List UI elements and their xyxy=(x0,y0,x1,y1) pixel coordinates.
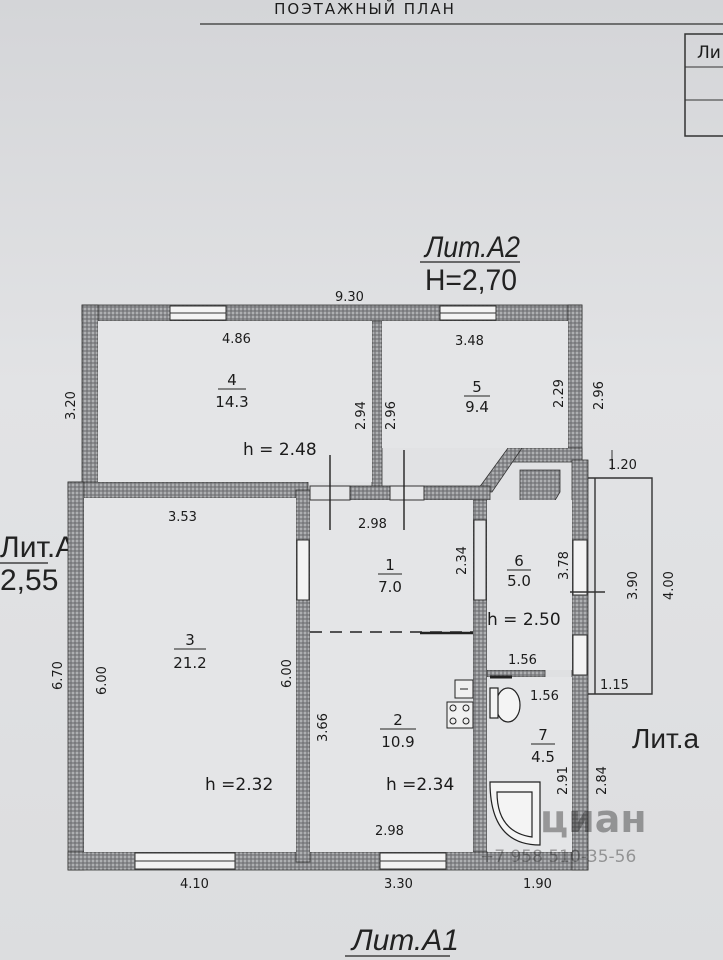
walls xyxy=(67,304,589,871)
room-3-number: 3 xyxy=(185,631,195,649)
height-label-room-2: h =2.34 xyxy=(386,775,454,795)
dim-2-96-b: 2.96 xyxy=(592,381,607,410)
dim-2-98-b: 2.98 xyxy=(375,824,404,839)
dim-1-90: 1.90 xyxy=(523,877,552,892)
dim-2-94: 2.94 xyxy=(354,401,369,430)
dim-3-30: 3.30 xyxy=(384,877,413,892)
dim-1-56-a: 1.56 xyxy=(508,653,537,668)
dim-3-20: 3.20 xyxy=(64,391,79,420)
room-5-number: 5 xyxy=(472,378,482,396)
room-6-number: 6 xyxy=(514,552,524,570)
room-7-number: 7 xyxy=(538,726,548,744)
watermark-brand: циан xyxy=(540,797,647,841)
toilet-icon xyxy=(489,687,521,723)
dim-2-29: 2.29 xyxy=(552,379,567,408)
room-floors xyxy=(84,321,572,852)
lit-a2-label: Лит.А2 xyxy=(423,231,520,264)
veranda xyxy=(570,477,653,695)
lit-a2-height: H=2,70 xyxy=(425,264,517,297)
bathtub-icon xyxy=(489,781,541,846)
lit-a-left-height: 2,55 xyxy=(0,564,58,597)
stamp-box: Ли xyxy=(684,33,723,137)
room-3-area: 21.2 xyxy=(173,654,206,672)
lit-a-left-label: Лит.А xyxy=(0,531,75,564)
windows xyxy=(134,305,588,870)
dim-3-78: 3.78 xyxy=(557,551,572,580)
dim-2-91: 2.91 xyxy=(556,766,571,795)
stove-icon xyxy=(446,701,474,729)
dim-1-20: 1.20 xyxy=(608,458,637,473)
room-1-number: 1 xyxy=(385,556,395,574)
dim-1-56-b: 1.56 xyxy=(530,689,559,704)
plan-title: ПОЭТАЖНЫЙ ПЛАН xyxy=(274,0,456,18)
dim-3-53: 3.53 xyxy=(168,510,197,525)
dim-3-48: 3.48 xyxy=(455,334,484,349)
dim-2-98-a: 2.98 xyxy=(358,517,387,532)
dim-9-30: 9.30 xyxy=(335,290,364,305)
dim-2-34: 2.34 xyxy=(455,546,470,575)
room-6-area: 5.0 xyxy=(507,572,531,590)
sink-icon xyxy=(454,679,474,699)
section-markers xyxy=(310,450,512,679)
stamp-text: Ли xyxy=(697,43,721,63)
dim-4-86: 4.86 xyxy=(222,332,251,347)
dim-6-70: 6.70 xyxy=(51,661,66,690)
dim-2-84: 2.84 xyxy=(595,766,610,795)
dim-4-00: 4.00 xyxy=(662,571,677,600)
room-1-area: 7.0 xyxy=(378,578,402,596)
watermark-phone: +7 958 510-35-56 xyxy=(480,847,636,867)
dim-3-66: 3.66 xyxy=(316,713,331,742)
height-label-a2: h = 2.48 xyxy=(243,440,317,460)
room-2-number: 2 xyxy=(393,711,403,729)
dim-2-96-a: 2.96 xyxy=(384,401,399,430)
dim-6-00-b: 6.00 xyxy=(280,659,295,688)
dim-4-10: 4.10 xyxy=(180,877,209,892)
room-7-area: 4.5 xyxy=(531,748,555,766)
lit-a1-label: Лит.А1 xyxy=(350,924,459,957)
room-2-area: 10.9 xyxy=(381,733,414,751)
lit-a-small-label: Лит.а xyxy=(632,723,700,754)
height-label-a: h = 2.50 xyxy=(487,610,561,630)
height-label-room-3: h =2.32 xyxy=(205,775,273,795)
room-4-area: 14.3 xyxy=(215,393,248,411)
room-5-area: 9.4 xyxy=(465,398,489,416)
room-4-number: 4 xyxy=(227,371,237,389)
watermark: циан +7 958 510-35-56 xyxy=(480,797,647,867)
dim-6-00-a: 6.00 xyxy=(95,666,110,695)
dim-1-15: 1.15 xyxy=(600,678,629,693)
dim-3-90: 3.90 xyxy=(626,571,641,600)
